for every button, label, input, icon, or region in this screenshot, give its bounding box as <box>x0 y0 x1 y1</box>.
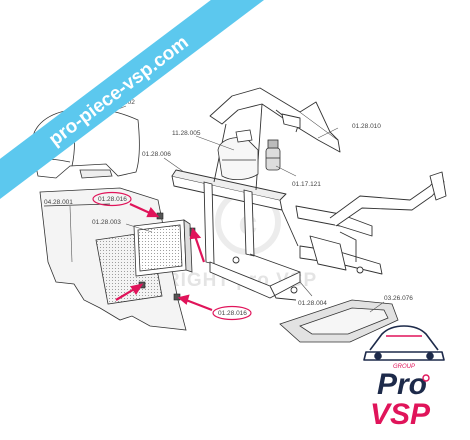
label-01-28-004: 01.28.004 <box>298 300 327 307</box>
expansion-tank-part <box>217 129 259 180</box>
label-01-28-016-a: 01.28.016 <box>98 196 127 203</box>
highlight-ellipses <box>92 191 252 321</box>
label-11-28-005: 11.28.005 <box>172 130 201 137</box>
logo-group-text: GROUP <box>393 364 415 370</box>
provsp-logo: GROUP Pro VSP <box>363 325 445 431</box>
logo-vsp-text: VSP <box>370 398 431 431</box>
undertray-part <box>279 299 399 343</box>
label-01-17-121: 01.17.121 <box>292 181 321 188</box>
label-01-28-016-b: 01.28.016 <box>218 310 247 317</box>
label-01-28-010: 01.28.010 <box>352 123 381 130</box>
fuel-filter-part <box>265 139 281 171</box>
label-01-28-003: 01.28.003 <box>92 219 121 226</box>
logo-pro-text: Pro <box>377 368 427 401</box>
frame-assembly-part <box>171 87 447 301</box>
radiator-part <box>133 219 193 277</box>
label-01-28-006: 01.28.006 <box>142 151 171 158</box>
car-icon <box>363 325 445 361</box>
label-04-28-001: 04.28.001 <box>44 199 73 206</box>
highlight-arrows <box>115 202 213 312</box>
label-03-26-076: 03.26.076 <box>384 295 413 302</box>
